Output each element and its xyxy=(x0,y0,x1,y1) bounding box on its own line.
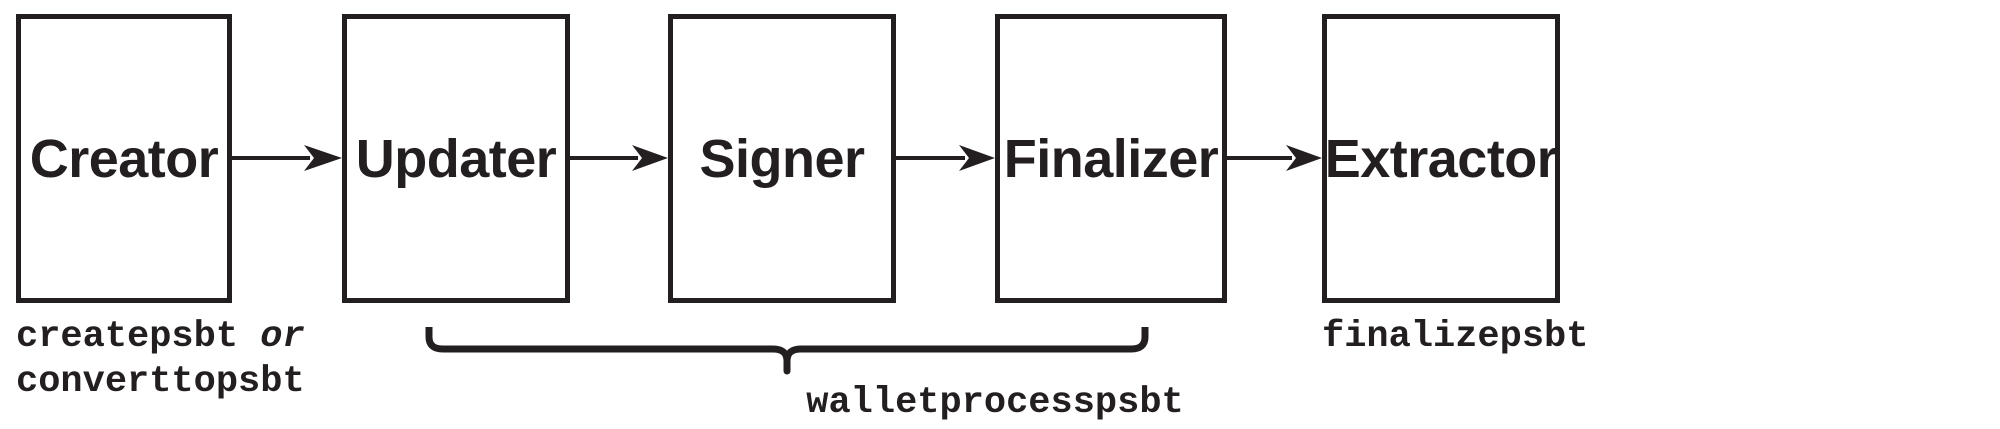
stage-label-signer: Signer xyxy=(699,128,865,189)
arrow-signer-to-finalizer xyxy=(896,145,995,171)
stage-box-updater[interactable]: Updater xyxy=(342,14,570,303)
caption-creator-line1: createpsbt or xyxy=(16,315,305,360)
caption-extractor-command: finalizepsbt xyxy=(1322,316,1589,358)
arrow-creator-to-updater xyxy=(232,145,342,171)
stage-label-extractor: Extractor xyxy=(1324,128,1558,189)
caption-creator-line2: converttopsbt xyxy=(16,360,305,405)
arrow-updater-to-signer xyxy=(570,145,668,171)
stage-label-finalizer: Finalizer xyxy=(1003,128,1219,189)
caption-creator-command-1: createpsbt xyxy=(16,316,239,358)
caption-brace-label: walletprocesspsbt xyxy=(640,381,1350,426)
caption-creator: createpsbt or converttopsbt xyxy=(16,315,305,405)
grouping-brace xyxy=(425,327,1149,375)
caption-creator-command-2: converttopsbt xyxy=(16,361,305,404)
stage-label-updater: Updater xyxy=(355,128,557,189)
stage-box-signer[interactable]: Signer xyxy=(668,14,896,303)
arrow-finalizer-to-extractor xyxy=(1227,145,1322,171)
stage-box-creator[interactable]: Creator xyxy=(16,14,232,303)
caption-extractor: finalizepsbt xyxy=(1322,315,1588,360)
stage-box-extractor[interactable]: Extractor xyxy=(1322,14,1560,303)
stage-label-creator: Creator xyxy=(29,128,219,189)
caption-brace-command: walletprocesspsbt xyxy=(806,382,1184,424)
caption-creator-conjunction: or xyxy=(260,316,305,358)
stage-box-finalizer[interactable]: Finalizer xyxy=(995,14,1227,303)
